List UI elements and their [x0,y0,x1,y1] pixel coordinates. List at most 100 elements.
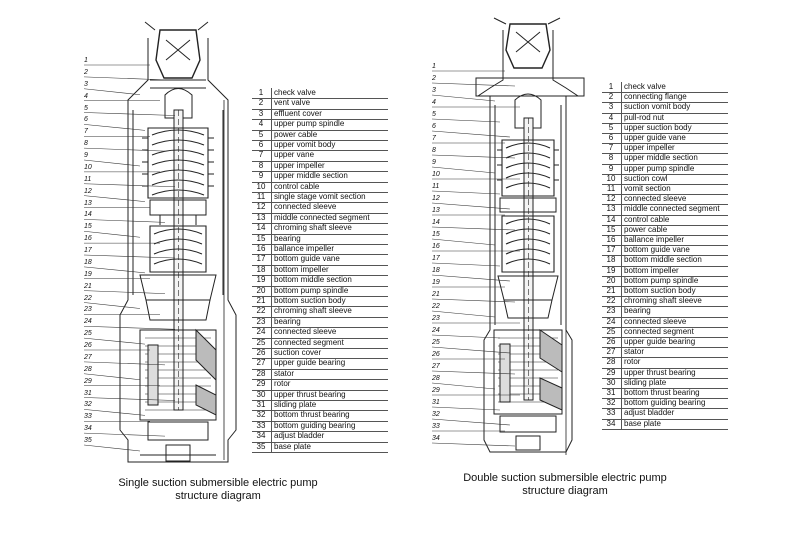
leader-line [431,418,511,426]
legend-row: 26 suction cover [252,348,388,360]
legend-label: bottom impeller [274,264,329,274]
leader-line [83,290,166,294]
callout-number: 11 [84,175,92,183]
leader-line [431,298,516,303]
legend-label: bottom guide vane [624,245,690,255]
legend-label: rotor [274,379,291,389]
leader-line [83,159,141,167]
leader-line [431,238,496,246]
legend-label: chroming shaft sleeve [274,223,352,233]
leader-line [431,154,516,159]
double-suction-pump-drawing [475,17,585,455]
callout-number: 10 [84,163,92,171]
legend-label: bottom thrust bearing [624,388,700,397]
legend-number: 32 [256,410,266,420]
legend-label: suction cover [274,348,322,357]
legend-row: 16 ballance impeller [602,235,728,247]
legend-number: 10 [256,181,266,191]
leader-line [83,444,141,452]
leader-line [431,346,511,354]
left-leader-lines [83,64,176,452]
legend-number: 16 [606,235,616,244]
callout-number: 25 [432,339,440,346]
right-caption-line1: Double suction submersible electric pump [463,472,667,484]
callout-number: 24 [432,327,440,334]
callout-number: 23 [432,315,440,322]
leader-line [83,88,141,96]
legend-label: bottom thrust bearing [274,410,350,420]
left-caption-line2: structure diagram [175,490,261,502]
legend-number: 3 [608,102,614,112]
legend-number: 1 [258,88,264,97]
legend-label: connected segment [624,326,694,336]
callout-number: 1 [432,63,436,70]
legend-number: 27 [256,358,266,368]
legend-label: upper vomit body [274,140,336,149]
legend-label: middle connected segment [274,212,370,222]
right-caption-line2: structure diagram [522,485,608,497]
legend-number: 26 [256,348,266,357]
legend-number: 33 [256,420,266,430]
callout-number: 3 [432,87,436,94]
legend-number: 24 [606,316,616,326]
leader-line [431,382,496,390]
leader-line [83,147,166,152]
legend-label: upper middle section [274,171,348,181]
legend-label: chroming shaft sleeve [274,306,352,316]
leader-line [83,254,176,259]
legend-number: 35 [256,441,266,451]
callout-number: 31 [84,389,92,397]
single-suction-pump-drawing [119,21,237,463]
callout-number: 32 [432,411,440,418]
callout-number: 15 [84,223,92,231]
legend-label: upper impeller [274,160,325,170]
legend-label: upper pump spindle [274,119,345,129]
callout-number: 29 [432,387,440,394]
leader-line [431,442,516,447]
legend-number: 5 [608,122,614,132]
legend-label: stator [624,347,645,357]
legend-number: 17 [606,245,616,255]
leader-line [431,130,511,138]
legend-label: middle connected segment [624,204,720,214]
legend-label: upper thrust bearing [624,367,696,377]
callout-number: 10 [432,171,440,178]
legend-number: 22 [606,296,616,306]
callout-number: 22 [84,294,92,302]
leader-line [83,183,176,188]
legend-label: ballance impeller [624,235,685,244]
callout-number: 33 [432,423,440,430]
legend-label: bottom pump spindle [624,275,699,285]
callout-number: 17 [84,247,92,254]
leader-line [431,406,501,411]
callout-number: 13 [84,199,92,207]
callout-number: 15 [432,231,440,238]
right-caption: Double suction submersible electric pump… [440,472,690,498]
legend-number: 28 [256,368,266,378]
legend-number: 23 [256,316,266,326]
legend-number: 26 [606,337,616,346]
leader-line [83,219,166,223]
legend-label: bearing [274,316,301,326]
leader-line [431,202,511,210]
legend-label: bottom guiding bearing [274,420,356,430]
legend-label: base plate [624,418,661,428]
legend-divider [271,88,272,452]
callout-number: 32 [84,401,92,409]
